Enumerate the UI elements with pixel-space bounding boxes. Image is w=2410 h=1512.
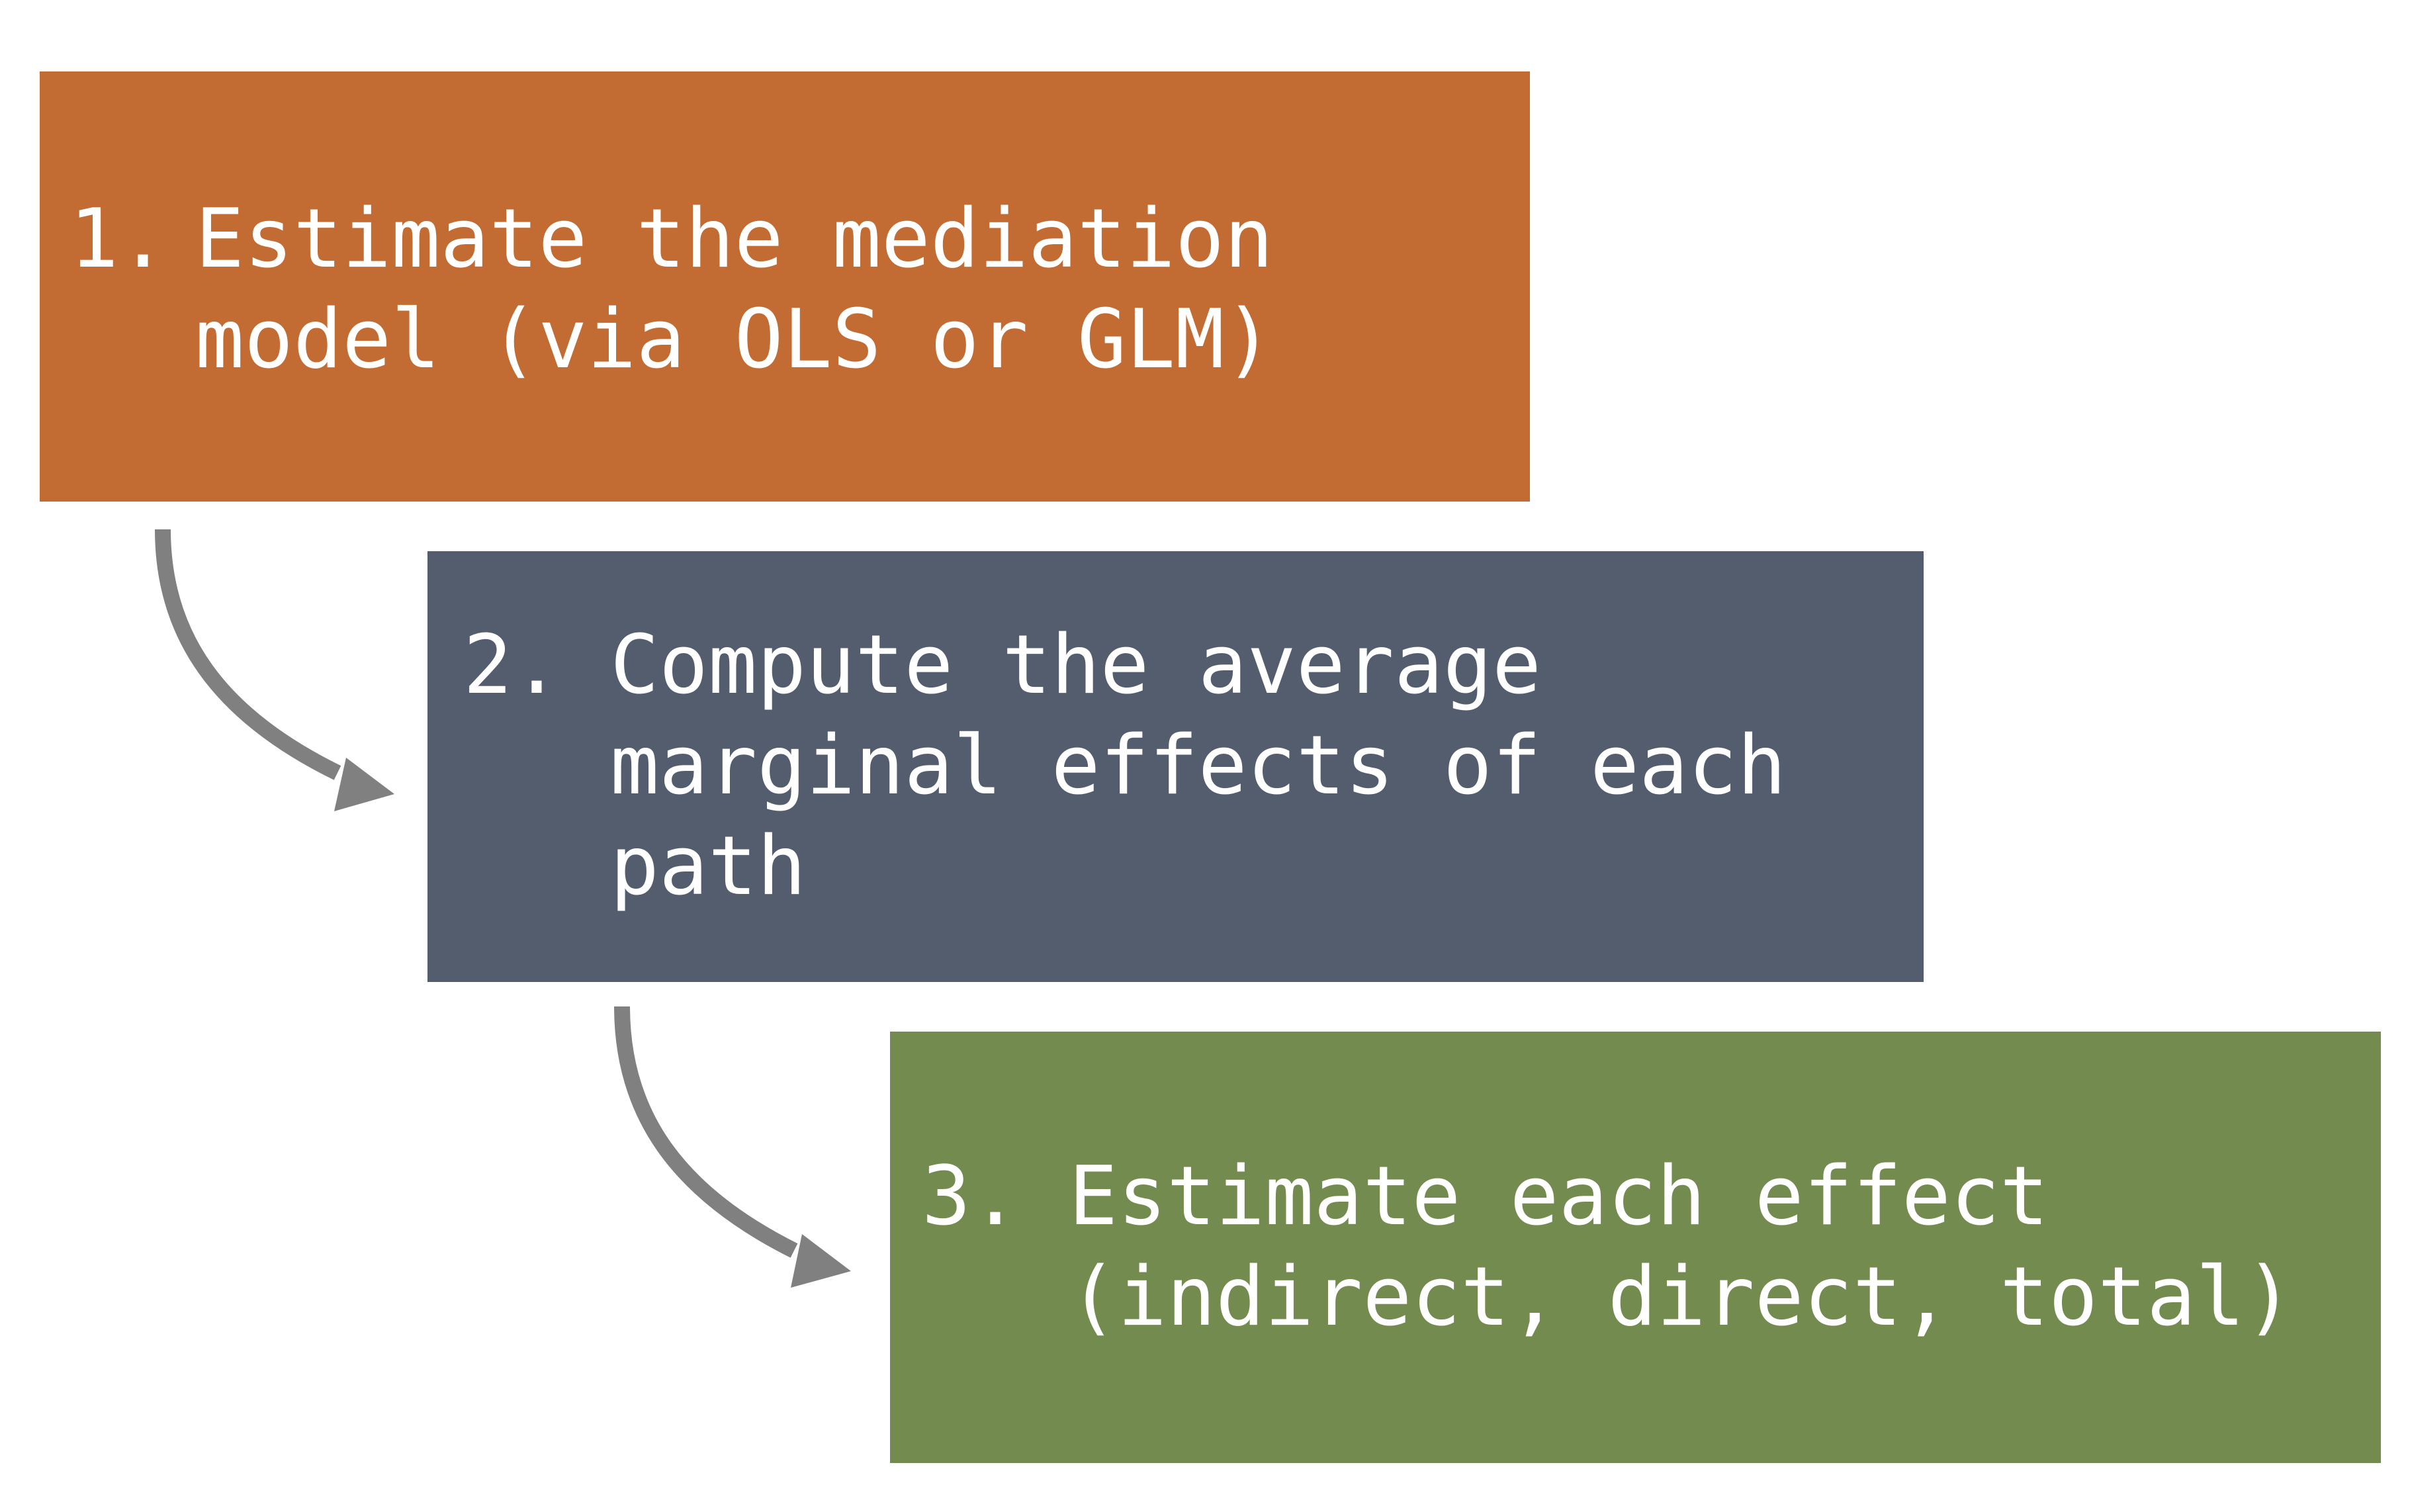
step-2-line-1: Compute the average (610, 618, 1541, 713)
arrow-1-to-2 (155, 529, 394, 811)
step-1-box: 1. Estimate the mediation model (via OLS… (40, 71, 1530, 502)
step-3-line-1: Estimate each effect (1069, 1149, 2049, 1244)
step-3-line-2: (indirect, direct, total) (1069, 1250, 2294, 1345)
arrow-2-curve (614, 1006, 798, 1258)
step-3-box: 3. Estimate each effect (indirect, direc… (890, 1032, 2381, 1463)
step-1-text: 1. Estimate the mediation model (via OLS… (69, 189, 1273, 390)
arrow-1-head (334, 758, 394, 811)
step-2-text: 2. Compute the average marginal effects … (463, 615, 1786, 917)
step-2-line-2: marginal effects of each (610, 719, 1787, 813)
arrow-1-curve (155, 529, 341, 780)
step-2-box: 2. Compute the average marginal effects … (427, 551, 1924, 982)
step-2-line-3: path (610, 819, 807, 914)
arrow-2-to-3 (614, 1006, 851, 1288)
step-3-number: 3. (922, 1149, 1020, 1244)
step-3-text: 3. Estimate each effect (indirect, direc… (922, 1147, 2294, 1348)
step-1-line-1: Estimate the mediation (195, 192, 1274, 287)
arrow-2-head (791, 1234, 851, 1288)
step-1-line-2: model (via OLS or GLM) (195, 292, 1274, 387)
step-2-number: 2. (463, 618, 562, 713)
step-1-number: 1. (69, 192, 168, 287)
